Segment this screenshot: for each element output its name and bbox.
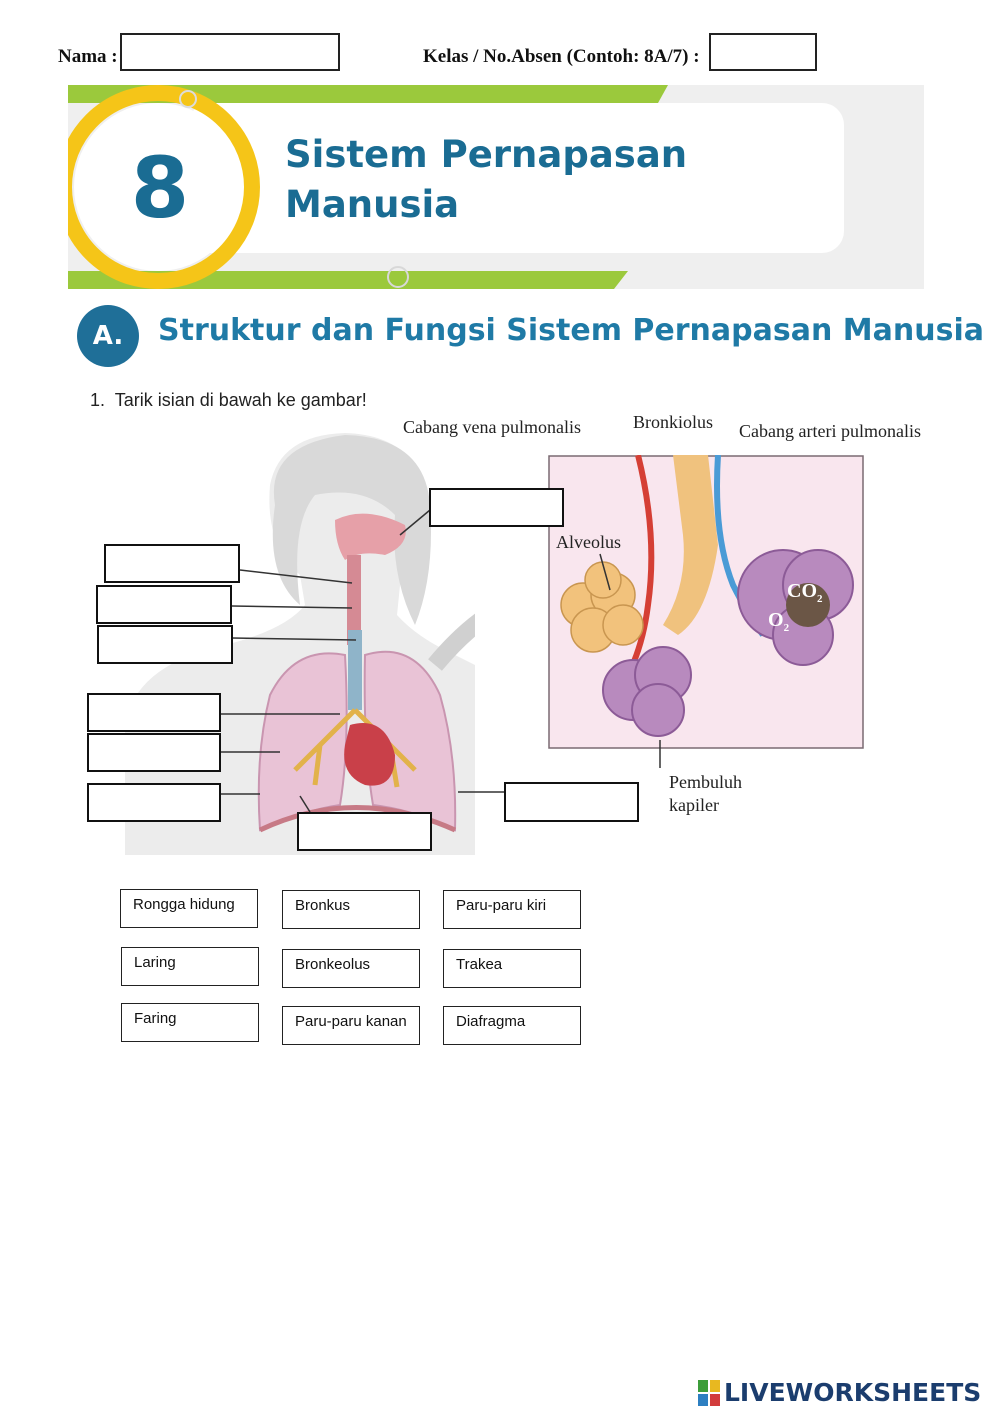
answer-slot-5[interactable] [87, 693, 221, 732]
class-label: Kelas / No.Absen (Contoh: 8A/7) : [423, 46, 700, 67]
label-co2: CO2 [787, 580, 823, 605]
question-instruction: 1. Tarik isian di bawah ke gambar! [90, 390, 367, 410]
label-o2: O2 [768, 609, 790, 634]
banner-title-line2: Manusia [285, 183, 460, 226]
chapter-banner [68, 85, 924, 289]
alveoli-magnification [548, 455, 864, 749]
option-bronkeolus[interactable]: Bronkeolus [282, 949, 420, 988]
answer-slot-3[interactable] [96, 585, 232, 624]
section-title: Struktur dan Fungsi Sistem Pernapasan Ma… [158, 313, 984, 348]
option-trakea[interactable]: Trakea [443, 949, 581, 988]
banner-title-line1: Sistem Pernapasan [285, 133, 688, 176]
answer-slot-4[interactable] [97, 625, 233, 664]
answer-slot-8[interactable] [297, 812, 432, 851]
answer-slot-7[interactable] [87, 783, 221, 822]
label-vena-pulmonalis: Cabang vena pulmonalis [403, 417, 581, 437]
answer-slot-6[interactable] [87, 733, 221, 772]
liveworksheets-logo-icon [698, 1380, 720, 1406]
option-faring[interactable]: Faring [121, 1003, 259, 1042]
option-paru-paru-kanan[interactable]: Paru-paru kanan [282, 1006, 420, 1045]
option-bronkus[interactable]: Bronkus [282, 890, 420, 929]
section-badge: A. [77, 305, 139, 367]
label-arteri-pulmonalis: Cabang arteri pulmonalis [739, 421, 921, 441]
label-bronkiolus: Bronkiolus [633, 412, 714, 432]
option-diafragma[interactable]: Diafragma [443, 1006, 581, 1045]
label-kapiler: kapiler [669, 795, 719, 815]
name-label: Nama : [58, 46, 118, 67]
answer-slot-2[interactable] [104, 544, 240, 583]
label-alveolus: Alveolus [556, 532, 621, 552]
liveworksheets-brand[interactable]: LIVEWORKSHEETS [724, 1378, 982, 1407]
label-pembuluh: Pembuluh [669, 772, 743, 792]
name-input[interactable] [120, 33, 340, 71]
answer-slot-1[interactable] [429, 488, 564, 527]
option-paru-paru-kiri[interactable]: Paru-paru kiri [443, 890, 581, 929]
option-rongga-hidung[interactable]: Rongga hidung [120, 889, 258, 928]
answer-slot-9[interactable] [504, 782, 639, 822]
leader-lines [221, 509, 661, 813]
class-input[interactable] [709, 33, 817, 71]
chapter-number: 8 [130, 139, 190, 237]
option-laring[interactable]: Laring [121, 947, 259, 986]
